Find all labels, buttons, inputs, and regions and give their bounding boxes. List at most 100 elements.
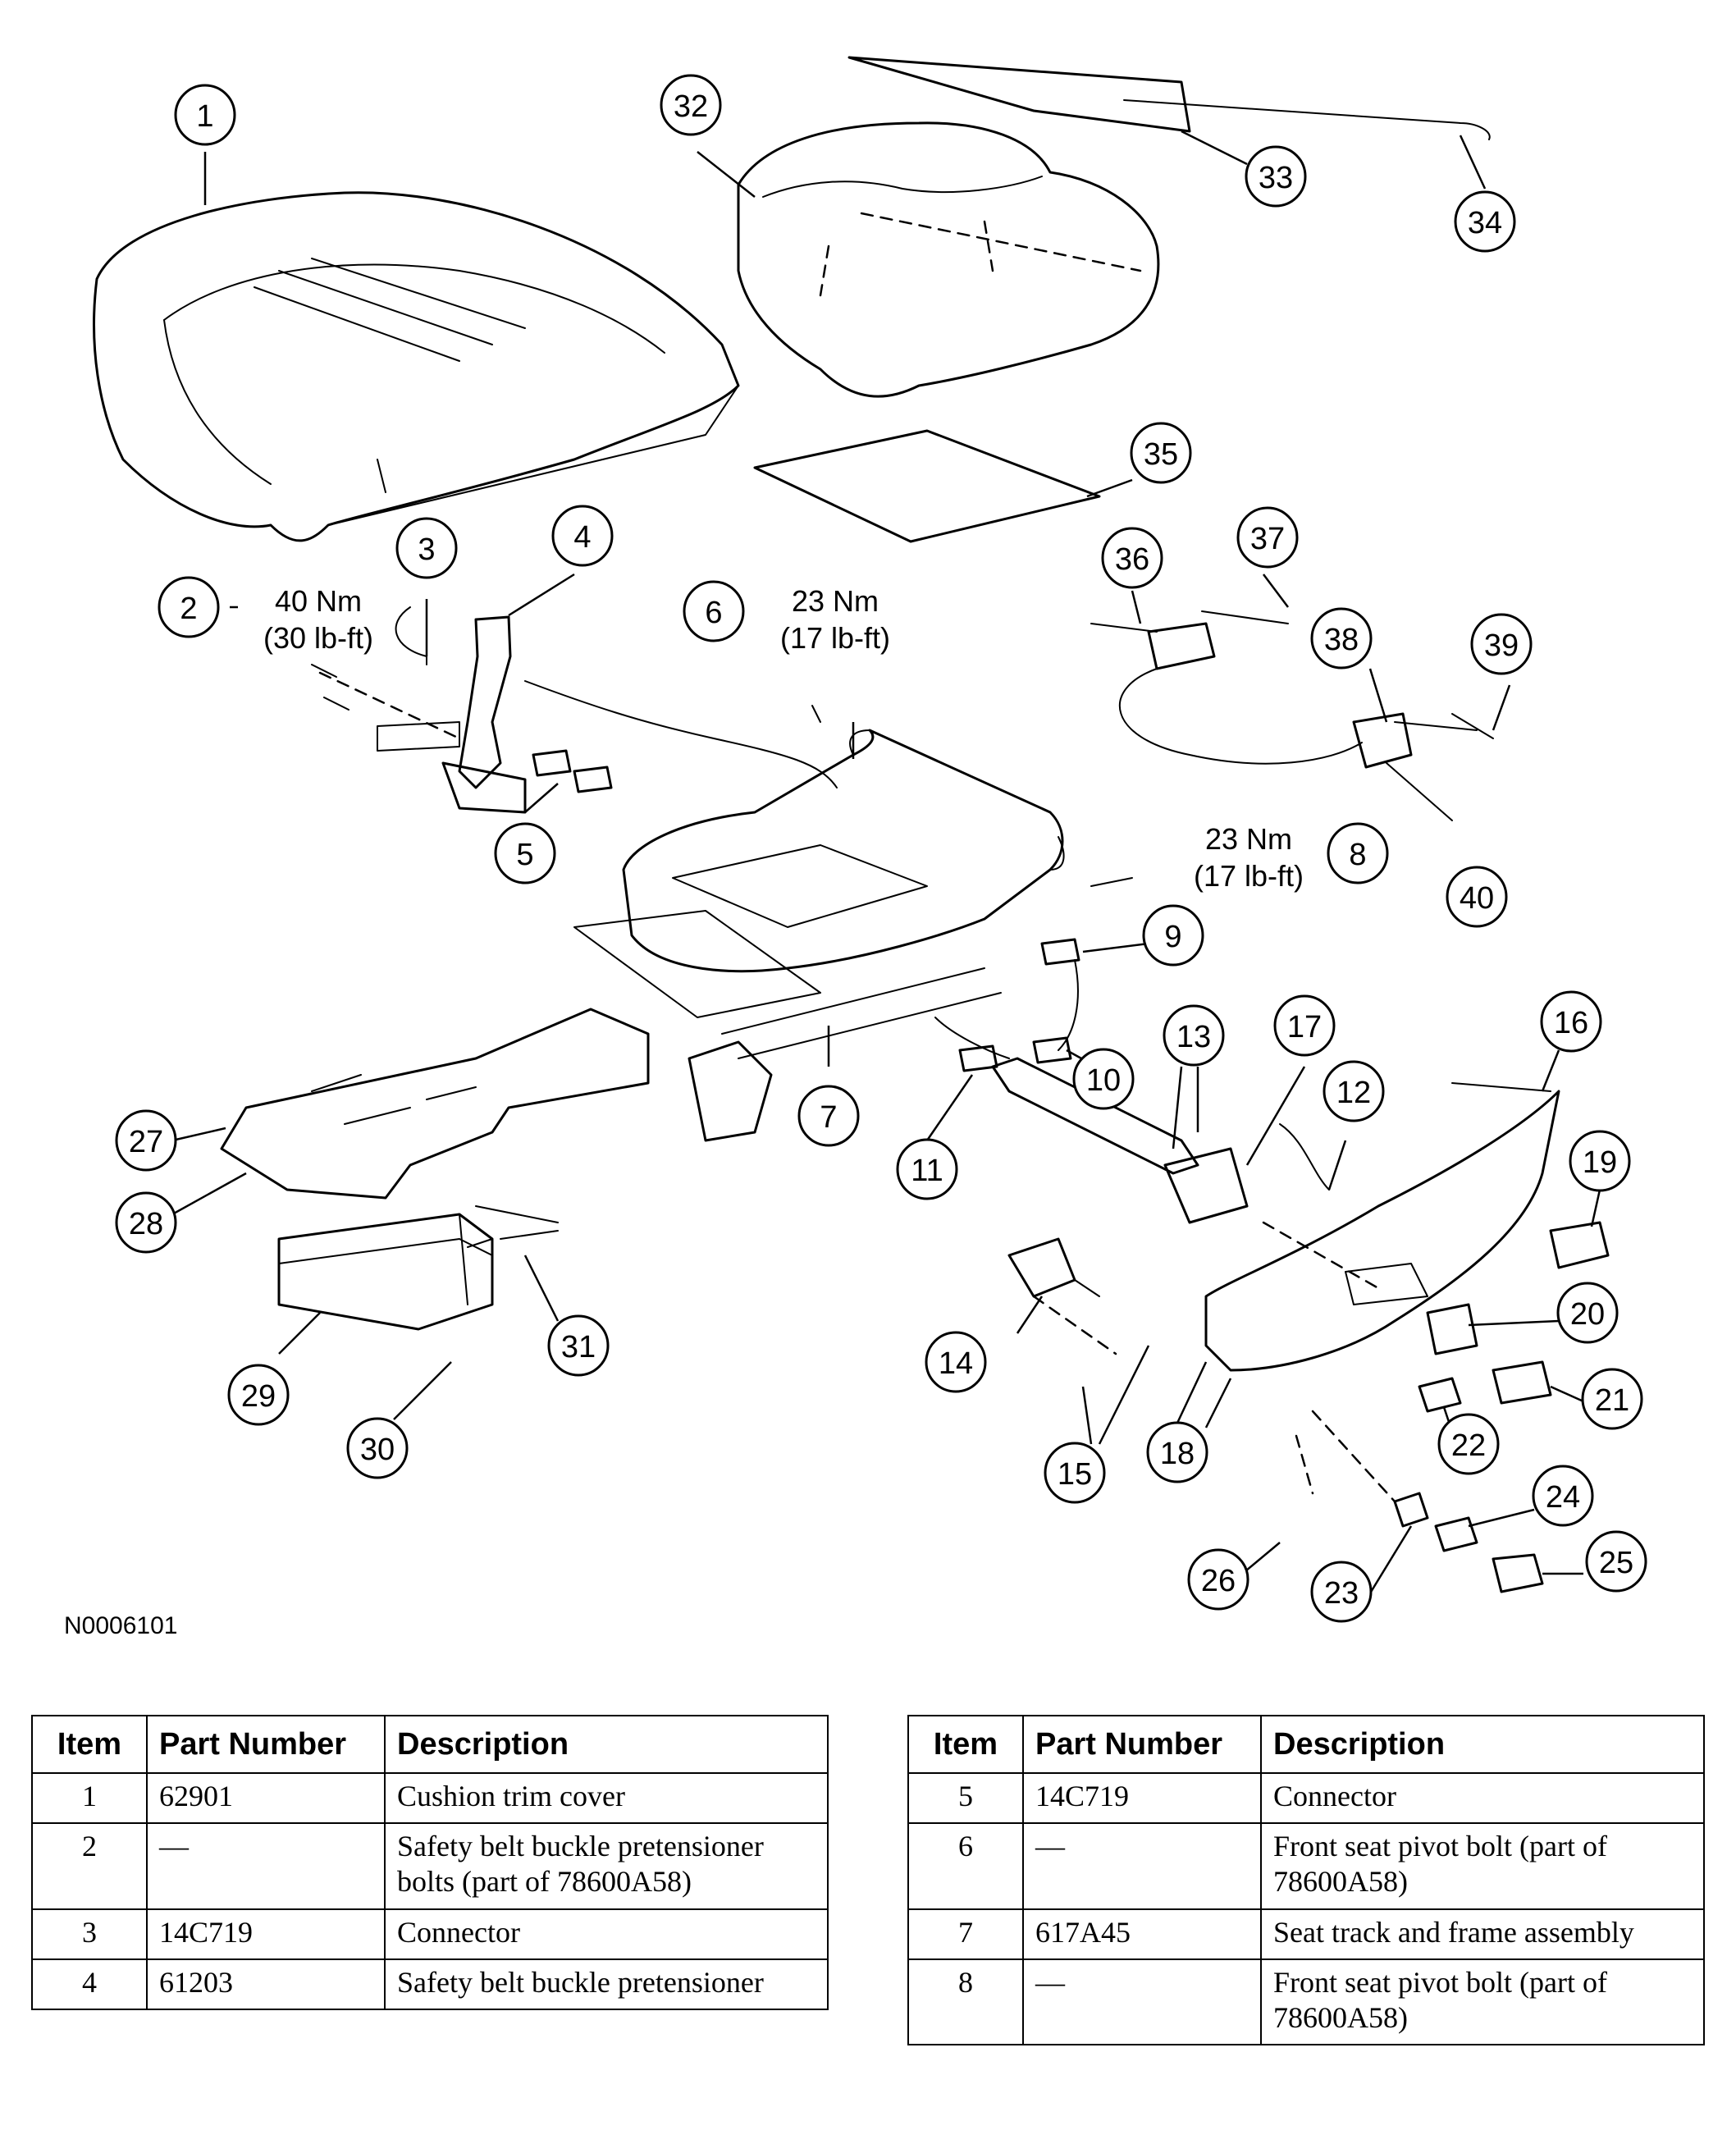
cell-description: Front seat pivot bolt (part of 78600A58)	[1260, 1958, 1705, 2046]
callout-9: 9	[1142, 904, 1204, 967]
callout-number: 40	[1460, 881, 1494, 916]
callout-24: 24	[1532, 1465, 1594, 1527]
cushion-trim-cover	[93, 191, 740, 542]
callout-circle	[1310, 607, 1373, 670]
cell-description: Connector	[384, 1908, 829, 1960]
callout-number: 31	[561, 1330, 596, 1364]
callout-number: 3	[418, 532, 435, 567]
callout-circle	[1585, 1530, 1647, 1593]
callout-circle	[395, 517, 458, 579]
callout-7: 7	[797, 1085, 860, 1147]
callout-circle	[115, 1109, 177, 1172]
callout-circle	[1072, 1048, 1135, 1110]
callout-circle	[1245, 145, 1307, 208]
recliner-handle	[1549, 1221, 1610, 1269]
callout-18: 18	[1146, 1421, 1208, 1483]
callout-number: 8	[1349, 838, 1366, 872]
callout-number: 10	[1086, 1063, 1121, 1098]
callout-circle	[1437, 1413, 1500, 1475]
callout-34: 34	[1454, 190, 1516, 253]
callout-circle	[925, 1331, 987, 1393]
torque-nm: 40 Nm	[275, 584, 362, 618]
cell-part-number: 61203	[146, 1958, 386, 2010]
callout-circle	[797, 1085, 860, 1147]
seat-cushion-pad	[737, 121, 1160, 398]
torque-annotation-6: 23 Nm (17 lb-ft)	[780, 584, 890, 655]
sensor-wire	[1123, 99, 1491, 140]
callout-6: 6	[683, 580, 745, 642]
torque-annotation-2: 40 Nm (30 lb-ft)	[263, 584, 373, 655]
callout-number: 4	[573, 520, 591, 555]
callout-number: 33	[1259, 161, 1293, 195]
callout-circle	[1581, 1368, 1643, 1430]
callout-14: 14	[925, 1331, 987, 1393]
seat-pad-panel	[753, 429, 1101, 543]
callout-number: 37	[1250, 522, 1285, 556]
callout-number: 2	[180, 592, 197, 626]
callout-15: 15	[1044, 1442, 1106, 1504]
cell-description: Front seat pivot bolt (part of 78600A58)	[1260, 1822, 1705, 1910]
callout-circle	[1569, 1130, 1631, 1192]
cell-description: Safety belt buckle pretensioner bolts (p…	[384, 1822, 829, 1910]
callout-11: 11	[896, 1138, 958, 1200]
torque-lbft: (17 lb-ft)	[1194, 859, 1304, 893]
cell-description: Seat track and frame assembly	[1260, 1908, 1705, 1960]
callout-number: 6	[705, 596, 722, 630]
callout-28: 28	[115, 1191, 177, 1254]
callout-circle	[1130, 422, 1192, 484]
table-row: 2—Safety belt buckle pretensioner bolts …	[31, 1822, 829, 1910]
callout-30: 30	[346, 1417, 409, 1479]
callout-number: 16	[1554, 1006, 1588, 1040]
header-part-number: Part Number	[1022, 1715, 1262, 1774]
callout-number: 11	[911, 1154, 943, 1188]
callout-8: 8	[1327, 822, 1389, 884]
callout-2: 2	[158, 576, 220, 638]
callout-circle	[174, 84, 236, 146]
cell-part-number: —	[146, 1822, 386, 1910]
header-item: Item	[31, 1715, 148, 1774]
callout-21: 21	[1581, 1368, 1643, 1430]
callout-5: 5	[494, 822, 556, 884]
callout-number: 13	[1176, 1020, 1211, 1054]
callout-36: 36	[1101, 527, 1163, 589]
callout-12: 12	[1323, 1060, 1385, 1122]
callout-circle	[1101, 527, 1163, 589]
callout-circle	[1044, 1442, 1106, 1504]
cell-item: 2	[31, 1822, 148, 1910]
callout-circle	[1446, 866, 1508, 928]
callout-20: 20	[1556, 1282, 1619, 1344]
cell-item: 3	[31, 1908, 148, 1960]
callout-number: 24	[1546, 1480, 1580, 1515]
torque-nm: 23 Nm	[792, 584, 879, 618]
callout-17: 17	[1273, 994, 1336, 1057]
figure-id: N0006101	[64, 1612, 178, 1639]
callout-number: 21	[1595, 1383, 1629, 1418]
callout-circle	[1454, 190, 1516, 253]
callout-circle	[1310, 1561, 1373, 1623]
callout-number: 7	[820, 1100, 837, 1135]
callout-circle	[1146, 1421, 1208, 1483]
callout-number: 14	[939, 1346, 973, 1381]
seat-cushion-mat	[847, 56, 1191, 133]
header-item: Item	[907, 1715, 1024, 1774]
cell-part-number: —	[1022, 1822, 1262, 1910]
callout-circle	[1236, 506, 1299, 569]
cell-item: 5	[907, 1771, 1024, 1825]
header-part-number: Part Number	[146, 1715, 386, 1774]
power-seat-switch	[1295, 1303, 1552, 1593]
callout-35: 35	[1130, 422, 1192, 484]
callout-circle	[346, 1417, 409, 1479]
exploded-seat-diagram: 1234567891011121314151617181920212223242…	[93, 56, 1647, 1623]
leader-lines	[171, 130, 1601, 1601]
restraint-control-module	[277, 1205, 559, 1331]
callout-39: 39	[1470, 613, 1533, 675]
callout-circle	[115, 1191, 177, 1254]
callout-number: 38	[1324, 623, 1359, 657]
callout-circle	[1163, 1004, 1225, 1067]
